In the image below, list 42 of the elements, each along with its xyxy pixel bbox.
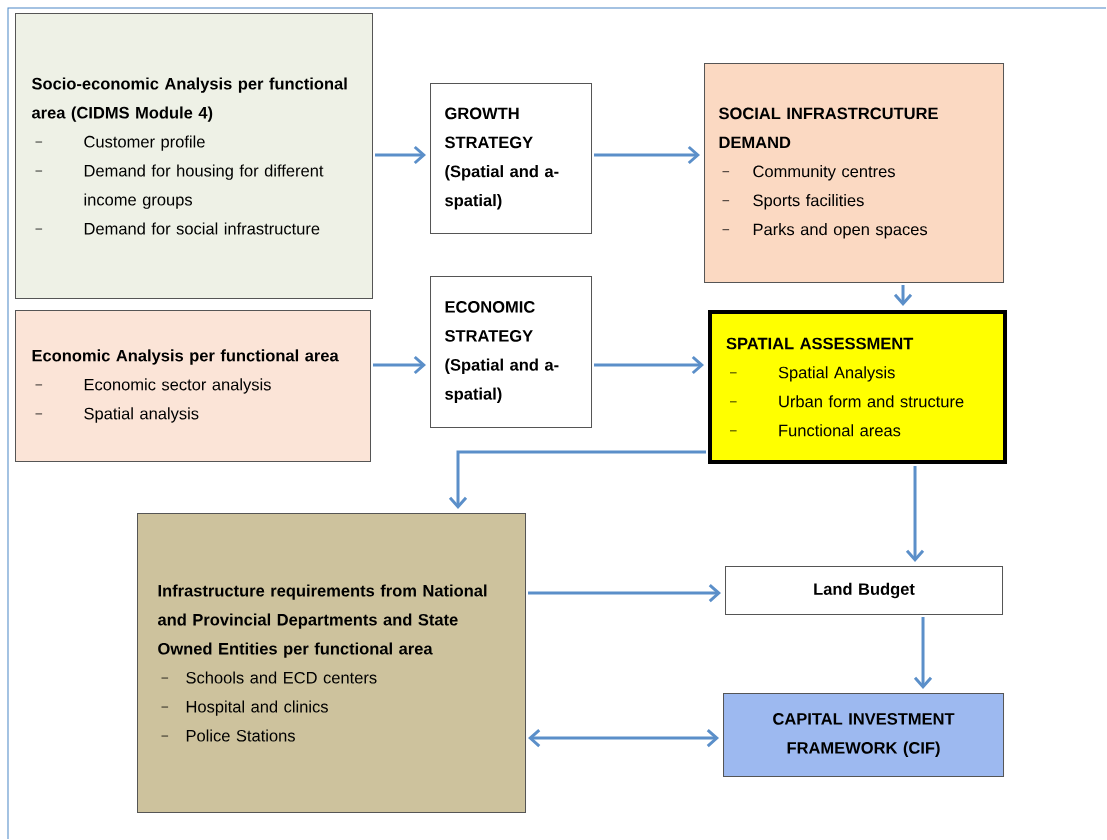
box-heading: Economic Analysis per functional area bbox=[32, 349, 339, 365]
strategy-box bbox=[430, 83, 592, 234]
list-item: Community centres bbox=[753, 165, 895, 181]
arrow bbox=[528, 728, 719, 748]
box-heading: Infrastructure requirements from National and Provincial Departments and State Owned Entities per functional area bbox=[158, 584, 487, 658]
arrow bbox=[594, 145, 700, 165]
list-item: Sports facilities bbox=[753, 194, 864, 210]
assessment-box bbox=[708, 310, 1007, 464]
box-label: CAPITAL INVESTMENT FRAMEWORK (CIF) bbox=[773, 713, 955, 757]
list-item: Urban form and structure bbox=[779, 395, 964, 408]
list-item: Customer profile bbox=[84, 135, 205, 151]
arrow bbox=[913, 617, 933, 689]
list-item: Economic sector analysis bbox=[84, 378, 271, 394]
list-item: Police Stations bbox=[186, 729, 295, 742]
box-heading: SOCIAL INFRASTRCUTURE DEMAND bbox=[719, 107, 938, 149]
list-item: Spatial Analysis bbox=[778, 366, 895, 382]
analysis-box bbox=[15, 13, 373, 299]
framework-box bbox=[723, 693, 1004, 777]
arrow bbox=[373, 355, 426, 375]
strategy-box bbox=[430, 276, 592, 428]
arrow bbox=[448, 450, 706, 509]
demand-box bbox=[704, 63, 1004, 283]
arrow bbox=[375, 145, 426, 165]
box-heading: SPATIAL ASSESSMENT bbox=[726, 337, 914, 350]
box-label: GROWTH STRATEGY (Spatial and a-spatial) bbox=[445, 107, 559, 210]
list-item: Schools and ECD centers bbox=[186, 671, 377, 684]
arrow bbox=[594, 355, 704, 375]
arrow bbox=[905, 466, 925, 562]
box-label: ECONOMIC STRATEGY (Spatial and a-spatial) bbox=[445, 301, 559, 403]
list-item: Demand for housing for different income groups bbox=[84, 164, 324, 209]
box-heading: Socio-economic Analysis per functional area (CIDMS Module 4) bbox=[31, 77, 347, 122]
budget-box bbox=[725, 566, 1003, 615]
list-item: Functional areas bbox=[779, 424, 901, 437]
requirements-box bbox=[137, 513, 526, 813]
box-label: Land Budget bbox=[814, 582, 915, 599]
list-item: Hospital and clinics bbox=[186, 700, 328, 716]
list-item: Spatial analysis bbox=[84, 407, 199, 423]
analysis-box bbox=[15, 310, 371, 462]
list-item: Demand for social infrastructure bbox=[84, 222, 320, 235]
arrow bbox=[528, 583, 721, 603]
arrow bbox=[893, 285, 913, 306]
list-item: Parks and open spaces bbox=[753, 223, 928, 239]
